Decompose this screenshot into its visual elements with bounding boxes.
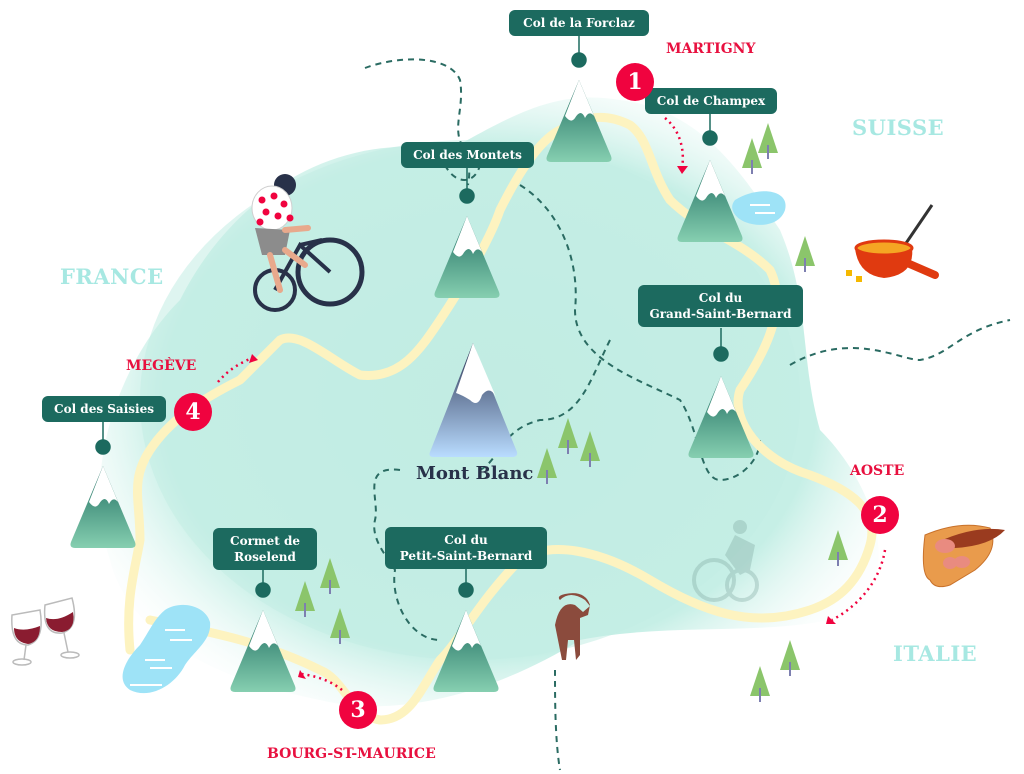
town-label-aoste: AOSTE xyxy=(850,463,905,479)
col-label-grand-saint-bernard[interactable]: Col du Grand-Saint-Bernard xyxy=(638,285,803,327)
cyclist-polka-dot-jersey-icon xyxy=(251,174,365,312)
col-label-line1: Col du xyxy=(698,291,743,305)
col-pins xyxy=(95,36,729,598)
col-label-line2: Roselend xyxy=(234,550,296,564)
wine-glasses-icon xyxy=(11,597,80,666)
country-label-france: FRANCE xyxy=(60,264,164,289)
stage-marker-4[interactable]: 4 xyxy=(174,393,212,431)
town-label-megeve: MEGÈVE xyxy=(126,358,197,374)
fondue-pot-icon xyxy=(846,204,939,282)
stage-marker-3[interactable]: 3 xyxy=(339,691,377,729)
col-label-montets[interactable]: Col des Montets xyxy=(401,142,534,168)
col-label-saisies[interactable]: Col des Saisies xyxy=(42,396,166,422)
town-label-bourg-st-maurice: BOURG-ST-MAURICE xyxy=(267,746,436,762)
cyclist-silhouette-icon xyxy=(692,520,759,602)
col-label-champex[interactable]: Col de Champex xyxy=(645,88,777,114)
lake-icon xyxy=(122,604,211,694)
summit-label-mont-blanc: Mont Blanc xyxy=(416,463,534,484)
country-label-suisse: SUISSE xyxy=(852,115,945,140)
col-label-line1: Col du xyxy=(444,533,488,547)
col-label-petit-saint-bernard[interactable]: Col du Petit-Saint-Bernard xyxy=(385,527,547,569)
stage-marker-1[interactable]: 1 xyxy=(616,63,654,101)
saucisson-board-icon xyxy=(922,524,1005,588)
lake-icon xyxy=(732,191,786,225)
stage-marker-2[interactable]: 2 xyxy=(861,496,899,534)
town-label-martigny: MARTIGNY xyxy=(666,41,756,57)
col-label-line2: Petit-Saint-Bernard xyxy=(399,549,533,563)
country-label-italie: ITALIE xyxy=(893,641,978,666)
col-label-line1: Cormet de xyxy=(230,534,300,548)
mont-blanc-mountain xyxy=(429,343,518,457)
col-label-cormet-de-roselend[interactable]: Cormet de Roselend xyxy=(213,528,317,570)
col-label-forclaz[interactable]: Col de la Forclaz xyxy=(509,10,649,36)
col-label-line2: Grand-Saint-Bernard xyxy=(649,307,792,321)
ibex-icon xyxy=(555,593,590,660)
